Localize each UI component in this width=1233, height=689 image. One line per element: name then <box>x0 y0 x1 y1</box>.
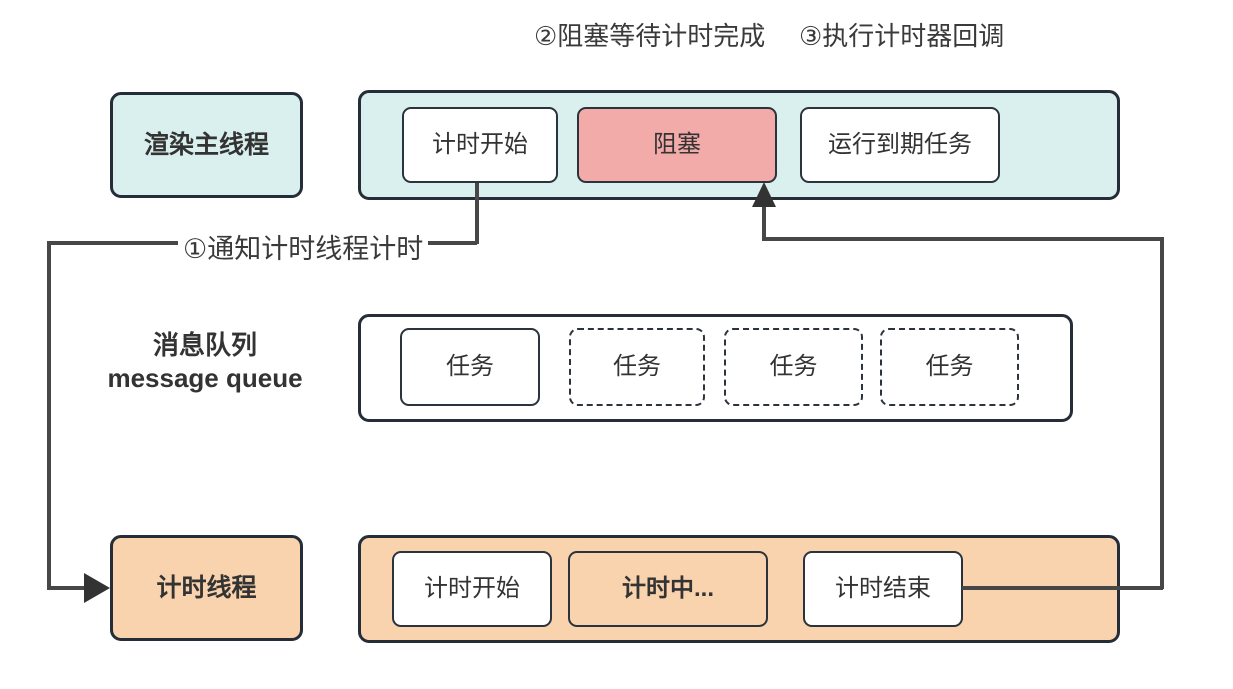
run-due-tasks-label: 运行到期任务 <box>828 130 972 158</box>
step3-annotation: ③执行计时器回调 <box>799 21 1005 51</box>
blocked-label: 阻塞 <box>653 130 701 158</box>
task-3-label: 任务 <box>769 352 818 380</box>
timing-box: 计时中... <box>568 551 768 627</box>
render-main-thread-label-box: 渲染主线程 <box>110 92 303 198</box>
return-horizontal-line <box>762 237 1163 241</box>
run-due-tasks-box: 运行到期任务 <box>800 107 1000 183</box>
timing-label: 计时中... <box>621 574 714 602</box>
timer-thread-label: 计时线程 <box>156 574 257 602</box>
task-box-4: 任务 <box>880 328 1019 406</box>
step1-annotation: ①通知计时线程计时 <box>178 227 429 266</box>
render-timer-start-box: 计时开始 <box>402 107 558 183</box>
timer-end-exit-line <box>962 586 1163 590</box>
task-box-3: 任务 <box>724 328 863 406</box>
task-1-label: 任务 <box>446 352 494 380</box>
task-4-label: 任务 <box>925 352 974 380</box>
arrow-stem-line <box>762 200 766 240</box>
right-vertical-line <box>1160 237 1164 589</box>
message-queue-label-en: message queue <box>107 363 303 393</box>
arrowhead-into-timer-thread <box>84 573 110 603</box>
task-box-2: 任务 <box>569 328 705 406</box>
render-timer-start-label: 计时开始 <box>432 130 528 158</box>
timer-start-box: 计时开始 <box>392 551 552 627</box>
task-box-1: 任务 <box>400 328 540 406</box>
timer-end-box: 计时结束 <box>803 551 963 627</box>
render-main-thread-label: 渲染主线程 <box>143 131 269 159</box>
arrowhead-into-blocked <box>752 182 776 207</box>
timer-end-label: 计时结束 <box>835 574 931 602</box>
timer-start-label: 计时开始 <box>424 574 520 602</box>
step1-drop-line <box>475 183 479 244</box>
left-arrow-line <box>47 586 89 590</box>
message-queue-label-zh: 消息队列 <box>152 330 257 360</box>
timer-thread-label-box: 计时线程 <box>110 535 303 641</box>
left-vertical-line <box>47 241 51 590</box>
blocked-box: 阻塞 <box>577 107 777 183</box>
task-2-label: 任务 <box>613 352 661 380</box>
step2-annotation: ②阻塞等待计时完成 <box>534 21 766 51</box>
